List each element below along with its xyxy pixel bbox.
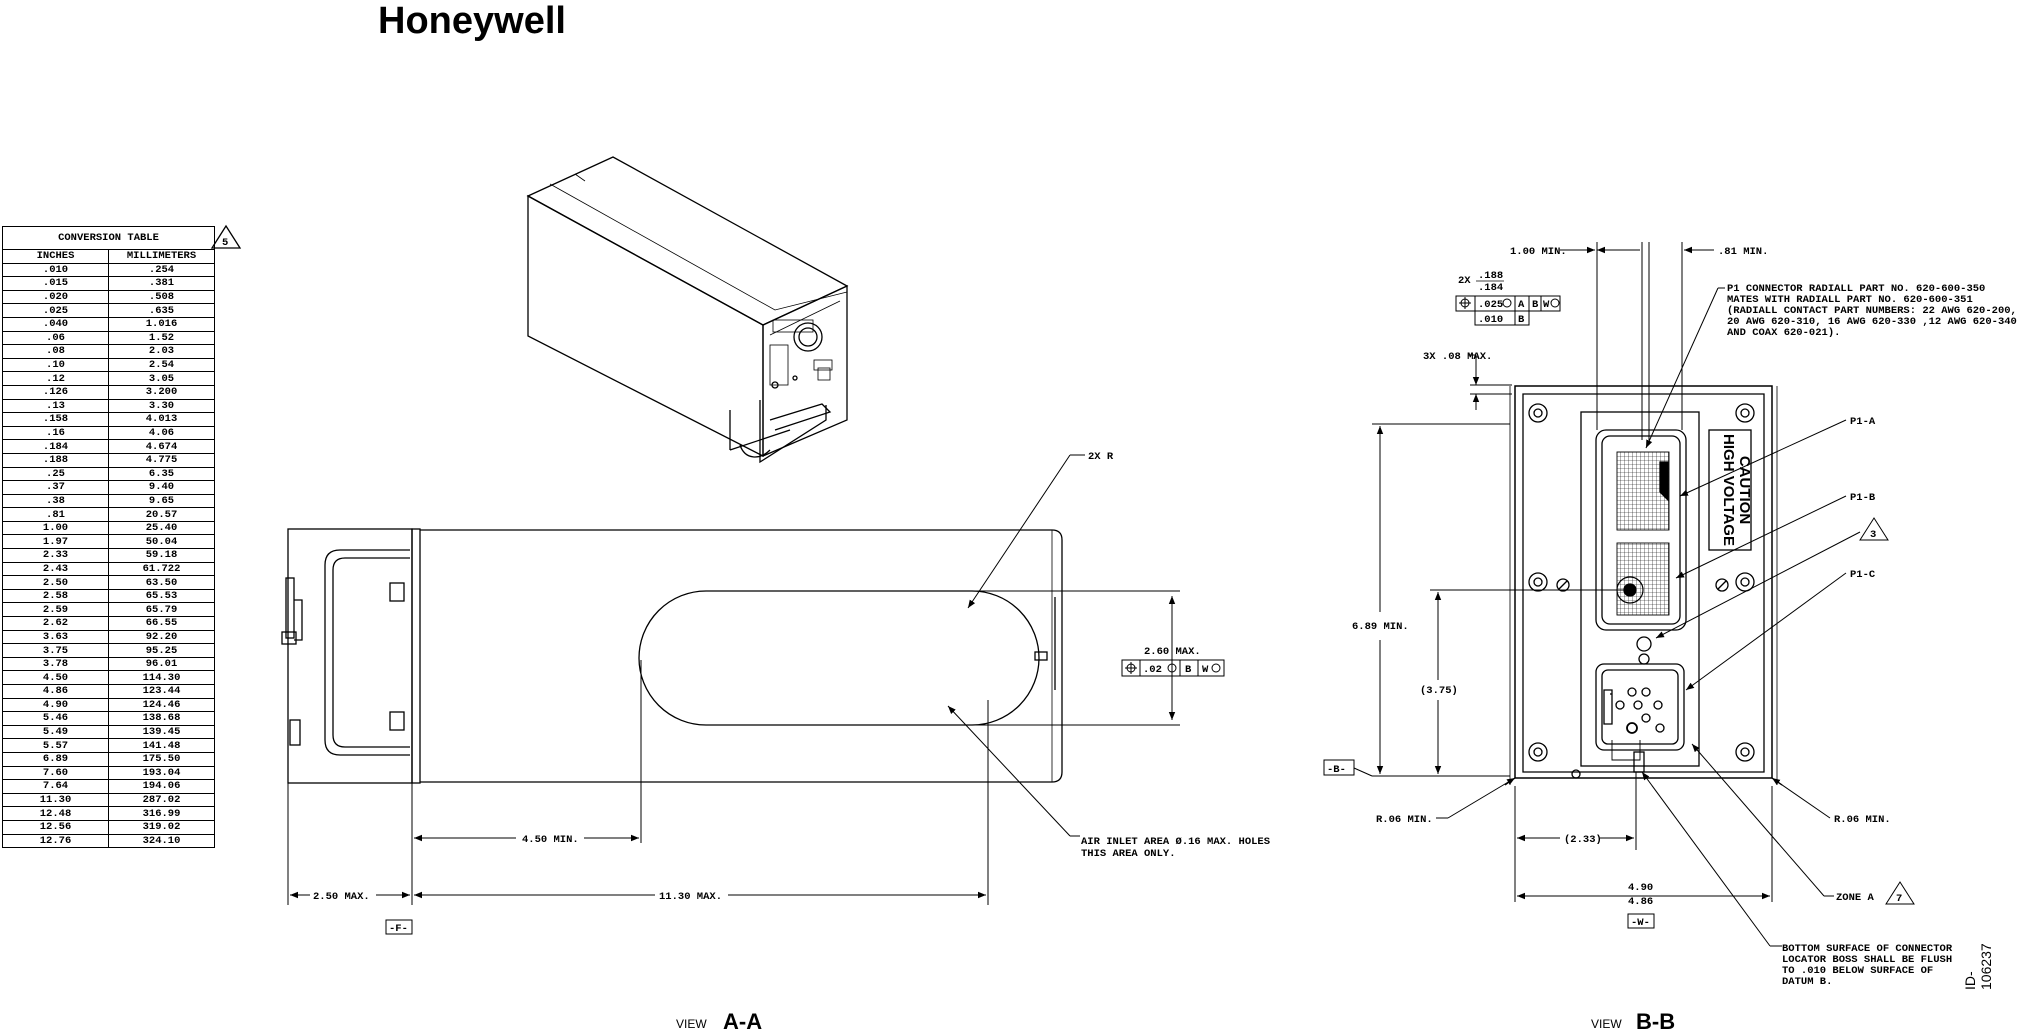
view-aa-title: A-A (723, 1009, 762, 1031)
connector-note-line1: P1 CONNECTOR RADIALL PART NO. 620-600-35… (1727, 283, 1985, 295)
millimeters-cell: 324.10 (108, 833, 215, 849)
conversion-table: CONVERSION TABLE INCHES MILLIMETERS .010… (2, 226, 215, 849)
connector-note-line4: 20 AWG 620-310, 16 AWG 620-330 ,12 AWG 6… (1727, 316, 2017, 328)
view-aa-side-view (281, 528, 1063, 784)
conversion-table-row: .020.508 (2, 289, 215, 305)
fcf1-datum-w: W (1543, 299, 1550, 311)
hole-diameter-min: .184 (1478, 282, 1503, 294)
air-inlet-note-line1: AIR INLET AREA Ø.16 MAX. HOLES (1081, 836, 1270, 848)
connector-note-line2: MATES WITH RADIALL PART NO. 620-600-351 (1727, 294, 1973, 306)
conversion-table-title: CONVERSION TABLE (2, 226, 215, 250)
note-7-marker: 7 (1896, 893, 1902, 905)
view-bb-rear-view (1504, 385, 1783, 786)
caution-placard-text: CAUTION HIGH VOLTAGE (1720, 434, 1753, 546)
table-note-number: 5 (222, 237, 228, 249)
fcf2-datum-b: B (1518, 314, 1525, 326)
hole-quantity: 2X (1458, 275, 1471, 287)
connector-note-line3: (RADIALL CONTACT PART NUMBERS: 22 AWG 62… (1727, 305, 2017, 317)
drawing-id: ID-106237 (1962, 943, 1994, 990)
view-bb-dimensions: 1.00 MIN. .81 MIN. 2X .188 .184 .025 A B… (1323, 242, 2017, 988)
view-aa-label: VIEW A-A (676, 1009, 762, 1031)
overall-length-dimension: 11.30 MAX. (659, 891, 722, 903)
bottom-note-line2: LOCATOR BOSS SHALL BE FLUSH (1782, 954, 1952, 966)
front-panel-dimension: 2.50 MAX. (313, 891, 370, 903)
p1a-label: P1-A (1850, 416, 1876, 428)
isometric-unit-view (526, 156, 849, 464)
p1b-label: P1-B (1850, 492, 1876, 504)
radius-right-callout: R.06 MIN. (1834, 814, 1891, 826)
fcf2-tolerance: .010 (1478, 314, 1503, 326)
view-aa-dimensions: 2X R 2.60 MAX. .02 B W 4.50 MIN. AIR INL… (287, 451, 1270, 935)
zone-a-label: ZONE A (1836, 892, 1875, 904)
fcf1-datum-b: B (1532, 299, 1539, 311)
connector-note-line5: AND COAX 620-021). (1727, 327, 1840, 339)
left-offset-dimension: 1.00 MIN. (1510, 246, 1567, 258)
radius-left-callout: R.06 MIN. (1376, 814, 1433, 826)
air-inlet-note-line2: THIS AREA ONLY. (1081, 848, 1176, 860)
honeywell-logo: Honeywell (378, 0, 566, 42)
right-offset-dimension: .81 MIN. (1718, 246, 1768, 258)
bottom-note-line1: BOTTOM SURFACE OF CONNECTOR (1782, 943, 1953, 955)
hole-diameter-max: .188 (1478, 270, 1503, 282)
p1c-label: P1-C (1850, 569, 1876, 581)
inlet-height-dimension: 2.60 MAX. (1144, 646, 1201, 658)
mounting-screws (1528, 403, 1755, 779)
inlet-length-dimension: 4.50 MIN. (522, 834, 579, 846)
view-aa-prefix: VIEW (676, 1017, 707, 1031)
datum-w: -W- (1631, 917, 1650, 929)
view-bb-title: B-B (1636, 1009, 1675, 1031)
view-bb-prefix: VIEW (1591, 1017, 1622, 1031)
fcf-datum-w: W (1202, 664, 1209, 676)
reference-dimension-375: (3.75) (1420, 685, 1458, 697)
bottom-note-line4: DATUM B. (1782, 976, 1832, 988)
datum-f: -F- (389, 923, 408, 935)
caution-label: CAUTION (1736, 456, 1753, 524)
fcf-tolerance: .02 (1143, 664, 1162, 676)
width-dimension-min: 4.86 (1628, 896, 1653, 908)
bottom-note-line3: TO .010 BELOW SURFACE OF (1782, 965, 1933, 977)
chamfer-dimension: 3X .08 MAX. (1423, 351, 1492, 363)
fcf-datum-b: B (1185, 664, 1192, 676)
high-voltage-label: HIGH VOLTAGE (1720, 434, 1737, 546)
view-bb-label: VIEW B-B (1591, 1009, 1675, 1031)
note-3-marker: 3 (1870, 529, 1876, 541)
width-dimension-max: 4.90 (1628, 882, 1653, 894)
dimension-233: (2.33) (1564, 834, 1602, 846)
datum-b: -B- (1327, 764, 1346, 776)
fcf1-datum-a: A (1518, 299, 1525, 311)
fcf1-tolerance: .025 (1478, 299, 1503, 311)
height-dimension: 6.89 MIN. (1352, 621, 1409, 633)
table-note-triangle: 5 (210, 224, 242, 249)
radius-callout: 2X R (1088, 451, 1114, 463)
